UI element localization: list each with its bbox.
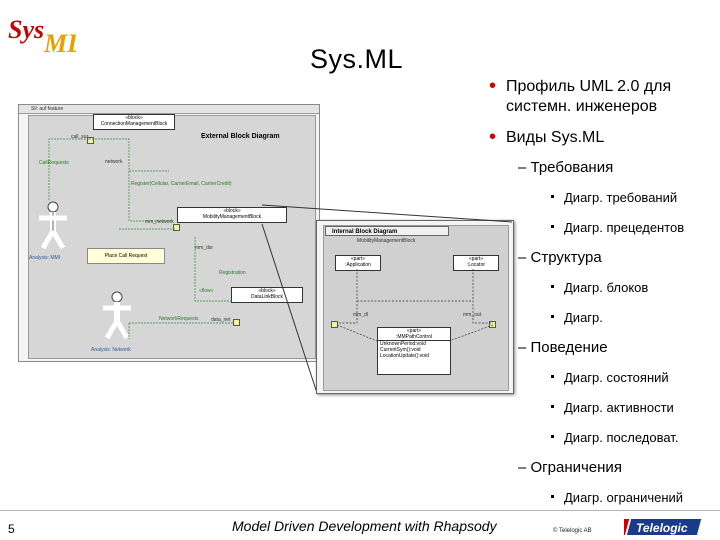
port-icon: [331, 321, 338, 328]
telelogic-logo: Telelogic: [624, 519, 702, 535]
footer-copyright: © Telelogic AB: [553, 528, 592, 534]
part-mm-path-control: «part» :MMPathControl UnknownPeriod:void…: [377, 327, 451, 375]
svg-text:ML: ML: [43, 29, 76, 58]
sub-sub-bullet-item: Диагр. активности: [551, 398, 674, 418]
mobility-management-block: «block» MobilityManagementBlock: [177, 207, 287, 223]
svg-text:Sys: Sys: [8, 15, 44, 44]
sub-sub-bullet-item: Диагр. ограничений: [551, 488, 683, 508]
sysml-logo: Sys ML: [8, 15, 76, 58]
sub-bullet-item: – Поведение: [518, 339, 608, 356]
port-icon: [87, 137, 94, 144]
sub-bullet-item: – Требования: [518, 159, 614, 176]
part-locator: «part» :Locator: [453, 255, 499, 271]
footer-caption: Model Driven Development with Rhapsody: [232, 518, 497, 534]
bullet-dot-icon: •: [489, 75, 497, 97]
note-place-call: Place Call Request: [87, 248, 165, 264]
page-number: 5: [8, 522, 15, 536]
sub-sub-bullet-item: Диагр. состояний: [551, 368, 669, 388]
ebd-connectors: [48, 138, 233, 339]
svg-text:Telelogic: Telelogic: [636, 521, 688, 535]
actor-icon: [103, 291, 131, 340]
port-icon: [233, 319, 240, 326]
bullet-item-continuation: системн. инженеров: [506, 98, 658, 115]
bullet-item: • Виды Sys.ML: [489, 126, 605, 148]
sub-sub-bullet-item: Диагр. требований: [551, 188, 677, 208]
sub-sub-bullet-item: Диагр. блоков: [551, 278, 648, 298]
sub-bullet-item: – Ограничения: [518, 459, 622, 476]
bullet-dot-icon: •: [489, 126, 497, 148]
sub-sub-bullet-item: Диагр. прецедентов: [551, 218, 684, 238]
sub-sub-bullet-item: Диагр. последоват.: [551, 428, 678, 448]
sub-sub-bullet-item: Диагр.: [551, 308, 603, 328]
external-block-diagram: Sll: auf feature External Block Diagram …: [18, 104, 320, 362]
connection-management-block: «block» ConnectionManagementBlock: [93, 114, 175, 130]
slide-title: Sys.ML: [310, 44, 404, 74]
diagram-tab: Sll: auf feature: [31, 106, 64, 112]
ibd-title: Internal Block Diagram: [325, 226, 449, 236]
ebd-title: External Block Diagram: [201, 133, 280, 140]
sub-bullet-item: – Структура: [518, 249, 602, 266]
part-application: «part» :Application: [335, 255, 381, 271]
ibd-connectors: [336, 269, 494, 342]
bullet-item: • Профиль UML 2.0 для: [489, 75, 672, 97]
port-icon: [173, 224, 180, 231]
actor-icon: [39, 201, 67, 250]
internal-block-diagram: Internal Block Diagram MobilityManagemen…: [316, 220, 514, 394]
footer-divider: [0, 510, 720, 511]
port-icon: [489, 321, 496, 328]
